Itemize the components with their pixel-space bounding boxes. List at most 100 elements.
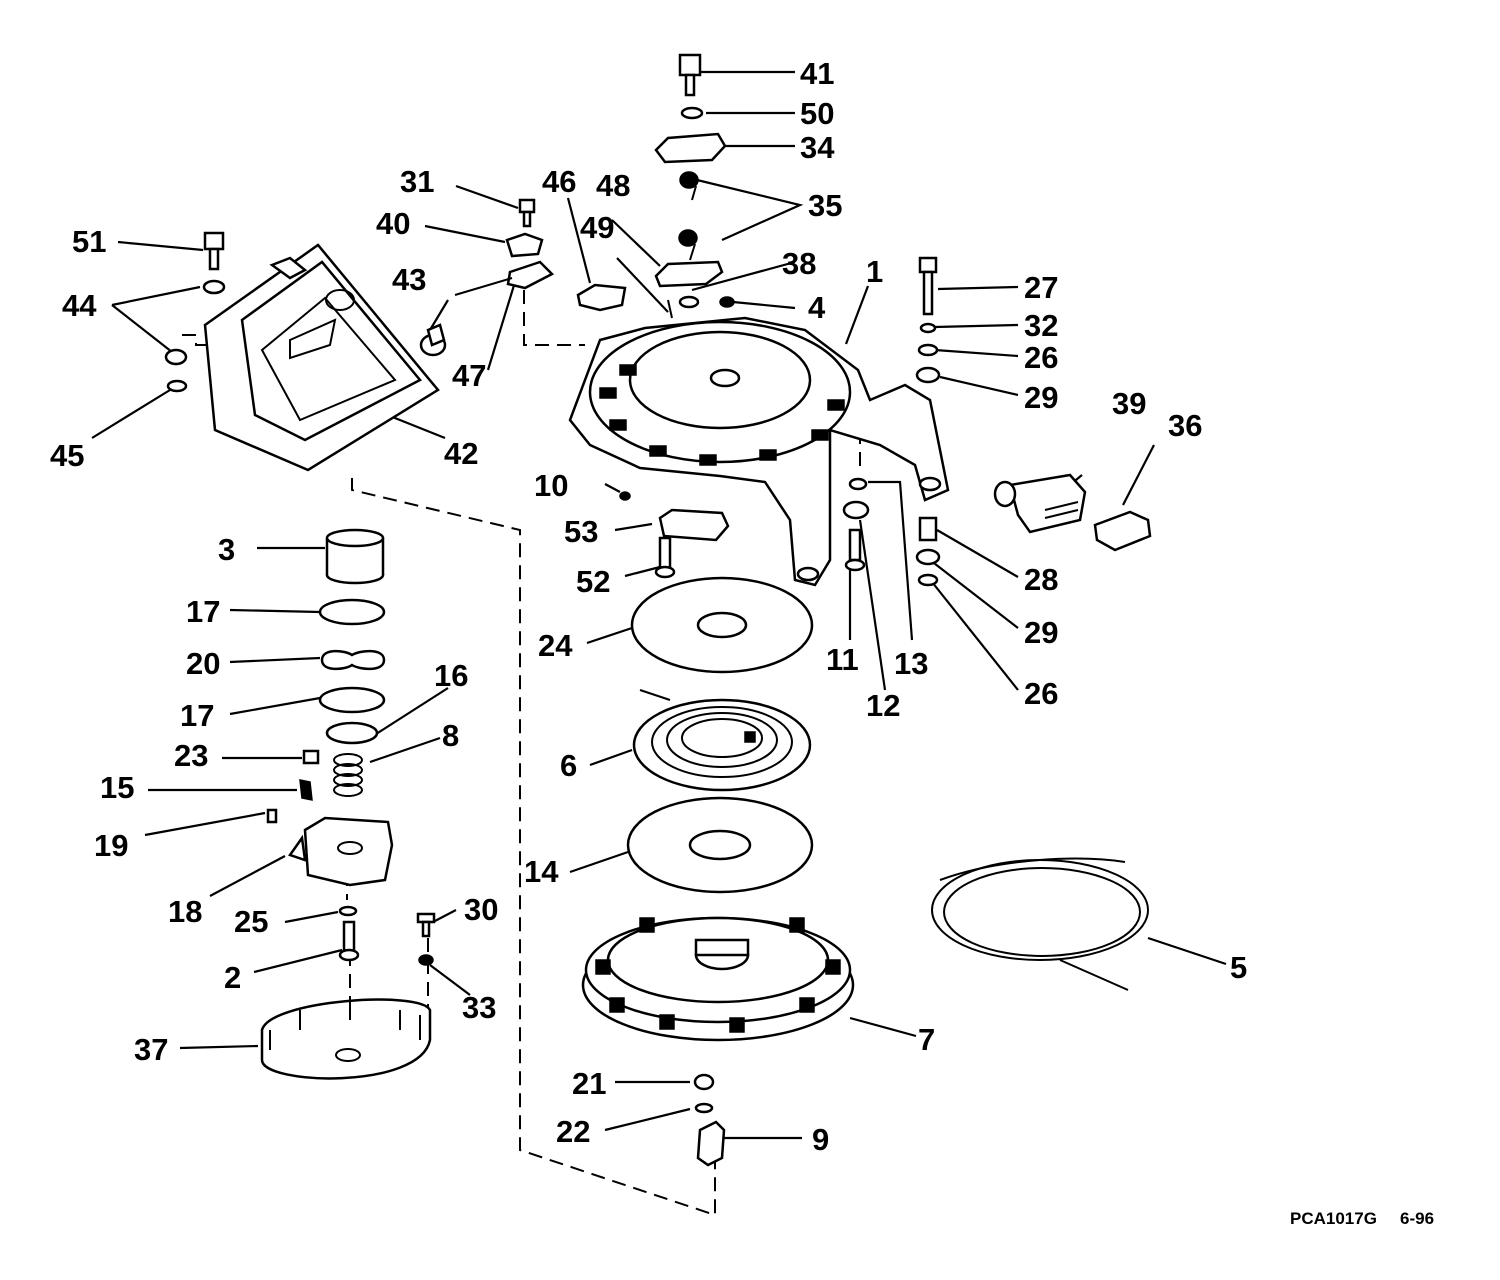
callout-9: 9 (812, 1122, 829, 1157)
callout-23: 23 (174, 738, 208, 773)
part-17-washer-lower (318, 686, 386, 714)
part-45-washer (166, 379, 188, 393)
callout-41: 41 (800, 56, 834, 91)
callout-42: 42 (444, 436, 478, 471)
callout-32: 32 (1024, 308, 1058, 343)
part-9-guide (696, 1120, 726, 1167)
part-38-washer (678, 295, 700, 309)
part-44-washer (202, 279, 226, 295)
part-22-washer (694, 1102, 714, 1114)
callout-8: 8 (442, 718, 459, 753)
callout-53: 53 (564, 514, 598, 549)
part-18-pawl-plate (288, 816, 394, 887)
part-13-washer (848, 477, 868, 491)
callout-43: 43 (392, 262, 426, 297)
part-26-washer-lower (917, 573, 939, 587)
part-15-spring (299, 779, 313, 801)
callout-44: 44 (62, 288, 97, 323)
part-52-screw (654, 536, 676, 579)
part-37-cup (260, 998, 432, 1080)
callout-1: 1 (866, 254, 883, 289)
part-12-bushing (842, 500, 870, 520)
part-23-key (302, 749, 320, 765)
part-20-wave-washer (320, 649, 386, 671)
callout-38: 38 (782, 246, 816, 281)
part-49-pin (667, 299, 673, 319)
callout-13: 13 (894, 646, 928, 681)
part-42-cover (203, 243, 440, 472)
callout-21: 21 (572, 1066, 606, 1101)
part-5-rope (931, 857, 1149, 991)
callout-11: 11 (826, 642, 859, 677)
part-29-bushing-lower (915, 548, 941, 566)
callout-7: 7 (918, 1022, 935, 1057)
part-2-screw (338, 920, 360, 962)
part-26-washer-upper (917, 343, 939, 357)
part-11-bolt (844, 528, 866, 572)
callout-16: 16 (434, 658, 468, 693)
callout-52: 52 (576, 564, 610, 599)
part-46-pawl (576, 283, 627, 312)
part-10-screw (619, 491, 631, 501)
callout-36: 36 (1168, 408, 1202, 443)
callout-50: 50 (800, 96, 834, 131)
callout-18: 18 (168, 894, 202, 929)
callout-29-top: 29 (1024, 380, 1058, 415)
part-28-spacer (918, 516, 938, 542)
callout-27: 27 (1024, 270, 1058, 305)
callout-29-bottom: 29 (1024, 615, 1058, 650)
callout-26-bottom: 26 (1024, 676, 1058, 711)
part-50-washer (680, 106, 704, 120)
part-1-housing (568, 316, 950, 587)
part-30-screw (416, 912, 436, 938)
part-27-bolt (918, 256, 938, 316)
callout-31: 31 (400, 164, 434, 199)
document-id: PCA1017G (1290, 1209, 1377, 1228)
part-29-bushing-upper (915, 366, 941, 384)
callout-34: 34 (800, 130, 835, 165)
callout-17-top: 17 (186, 594, 220, 629)
callout-10: 10 (534, 468, 568, 503)
part-53-block (658, 508, 730, 542)
callout-28: 28 (1024, 562, 1058, 597)
part-51-screw (203, 231, 225, 271)
part-25-washer (338, 905, 358, 917)
part-36-insert (1093, 510, 1152, 552)
part-21-nut (693, 1073, 715, 1091)
callout-26-top: 26 (1024, 340, 1058, 375)
callout-37: 37 (134, 1032, 168, 1067)
part-16-ring (325, 721, 379, 745)
part-8-spring (333, 753, 363, 797)
part-19-pin (266, 808, 278, 824)
callout-12: 12 (866, 688, 900, 723)
part-34-plate (654, 132, 727, 164)
callout-25: 25 (234, 904, 268, 939)
part-40-clip (505, 232, 544, 258)
callout-20: 20 (186, 646, 220, 681)
part-39-handle (993, 473, 1087, 534)
callout-4: 4 (808, 290, 826, 325)
part-14-disc (626, 796, 814, 894)
document-reference: PCA1017G 6-96 (1290, 1209, 1434, 1228)
part-31-screw (518, 198, 536, 228)
part-41-bolt (678, 53, 702, 97)
part-44-nut (164, 348, 188, 366)
callout-49: 49 (580, 210, 614, 245)
callout-3: 3 (218, 532, 235, 567)
callout-51: 51 (72, 224, 106, 259)
callout-6: 6 (560, 748, 577, 783)
part-47-lever (454, 260, 555, 296)
callout-47: 47 (452, 358, 486, 393)
part-6-rewind-spring (632, 689, 812, 792)
revision-date: 6-96 (1400, 1209, 1434, 1228)
callout-labels: 41 50 34 35 38 4 1 27 32 26 29 39 36 28 … (50, 56, 1247, 1157)
callout-35: 35 (808, 188, 842, 223)
callout-19: 19 (94, 828, 128, 863)
callout-39: 39 (1112, 386, 1146, 421)
callout-14: 14 (524, 854, 559, 889)
part-24-disc (630, 576, 814, 674)
callout-24: 24 (538, 628, 573, 663)
callout-33: 33 (462, 990, 496, 1025)
part-17-washer-upper (318, 598, 386, 626)
